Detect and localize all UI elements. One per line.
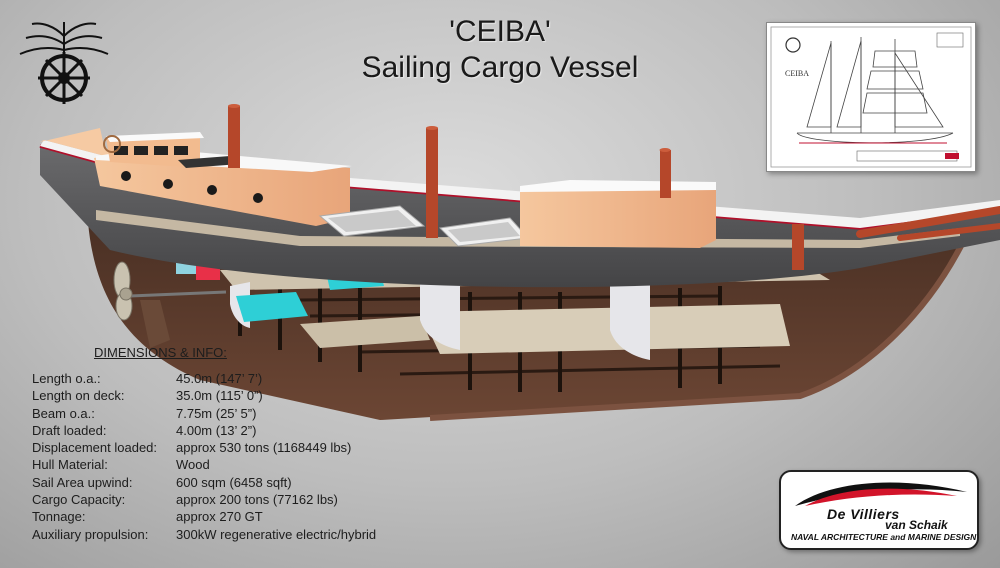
bulkhead-aft — [420, 266, 460, 350]
spec-value: 35.0m (115’ 0”) — [176, 388, 263, 404]
spec-value: approx 200 tons (77162 lbs) — [176, 492, 338, 508]
spec-row: Tonnage: approx 270 GT — [32, 508, 376, 525]
tree-wheel-logo — [19, 22, 109, 104]
spec-value: 600 sqm (6458 sqft) — [176, 474, 292, 490]
spec-row: Beam o.a.: 7.75m (25’ 5”) — [32, 405, 376, 422]
spec-row: Cargo Capacity: approx 200 tons (77162 l… — [32, 491, 376, 508]
swoosh-icon — [795, 482, 967, 506]
spec-label: Cargo Capacity: — [32, 492, 126, 508]
spec-value: 300kW regenerative electric/hybrid — [176, 526, 377, 542]
bulkhead-mid — [610, 262, 650, 360]
spec-label: Length o.a.: — [32, 371, 101, 386]
designer-logo: De Villiers van Schaik NAVAL ARCHITECTUR… — [779, 470, 979, 550]
fore-mast — [660, 150, 671, 198]
dimensions-info: DIMENSIONS & INFO: Length o.a.: 45.0m (1… — [32, 345, 376, 543]
spec-label: Length on deck: — [32, 388, 125, 404]
spec-label: Displacement loaded: — [32, 440, 158, 456]
sail-plan-drawing — [770, 26, 972, 168]
cargo-hatch-1 — [318, 205, 426, 237]
helm-wheel-icon — [103, 135, 121, 153]
wheelhouse — [106, 134, 200, 168]
sail-plan-thumbnail: CEIBA — [766, 22, 976, 172]
brand-name-line1: De Villiers — [827, 506, 900, 522]
blueprint-label: CEIBA — [785, 69, 809, 78]
vessel-name: 'CEIBA' — [449, 15, 551, 48]
brand-name-line2: van Schaik — [885, 518, 948, 532]
spec-label: Beam o.a.: — [32, 405, 95, 421]
spec-value: 4.00m (13’ 2”) — [176, 422, 257, 438]
spec-row: Length o.a.: 45.0m (147’ 7’) — [32, 370, 376, 387]
spec-label: Auxiliary propulsion: — [32, 526, 149, 542]
spec-value: 7.75m (25’ 5”) — [176, 405, 257, 421]
battery-bank — [236, 292, 308, 322]
spec-label: Draft loaded: — [32, 422, 107, 438]
masts — [228, 106, 804, 270]
spec-row: Displacement loaded: approx 530 tons (11… — [32, 439, 376, 456]
bowsprit — [856, 206, 1000, 241]
specs-heading: DIMENSIONS & INFO: — [94, 345, 227, 360]
mizzen-mast — [228, 106, 240, 168]
spec-row: Hull Material: Wood — [32, 456, 376, 473]
spec-row: Sail Area upwind: 600 sqm (6458 sqft) — [32, 474, 376, 491]
cargo-hatch-2 — [438, 217, 530, 247]
spec-row: Draft loaded: 4.00m (13’ 2”) — [32, 422, 376, 439]
page-title: 'CEIBA' Sailing Cargo Vessel — [300, 14, 700, 86]
spec-row: Auxiliary propulsion: 300kW regenerative… — [32, 526, 376, 543]
forward-deckhouse — [520, 186, 716, 248]
propeller — [113, 261, 133, 321]
spec-label: Tonnage: — [32, 509, 86, 525]
spec-value: approx 270 GT — [176, 509, 263, 525]
poop-deck — [40, 128, 120, 160]
wheel-icon — [785, 37, 801, 53]
main-mast — [426, 128, 438, 238]
spec-value: Wood — [176, 457, 210, 473]
spec-row: Length on deck: 35.0m (115’ 0”) — [32, 387, 376, 404]
spec-value: approx 530 tons (1168449 lbs) — [176, 440, 352, 456]
spec-value: 45.0m (147’ 7’) — [176, 371, 263, 386]
hold-floor — [420, 304, 790, 354]
brand-tagline: NAVAL ARCHITECTURE and MARINE DESIGN — [791, 532, 977, 542]
portholes — [121, 171, 263, 203]
spec-label: Hull Material: — [32, 457, 108, 473]
vessel-type: Sailing Cargo Vessel — [361, 51, 639, 84]
spec-label: Sail Area upwind: — [32, 474, 133, 490]
